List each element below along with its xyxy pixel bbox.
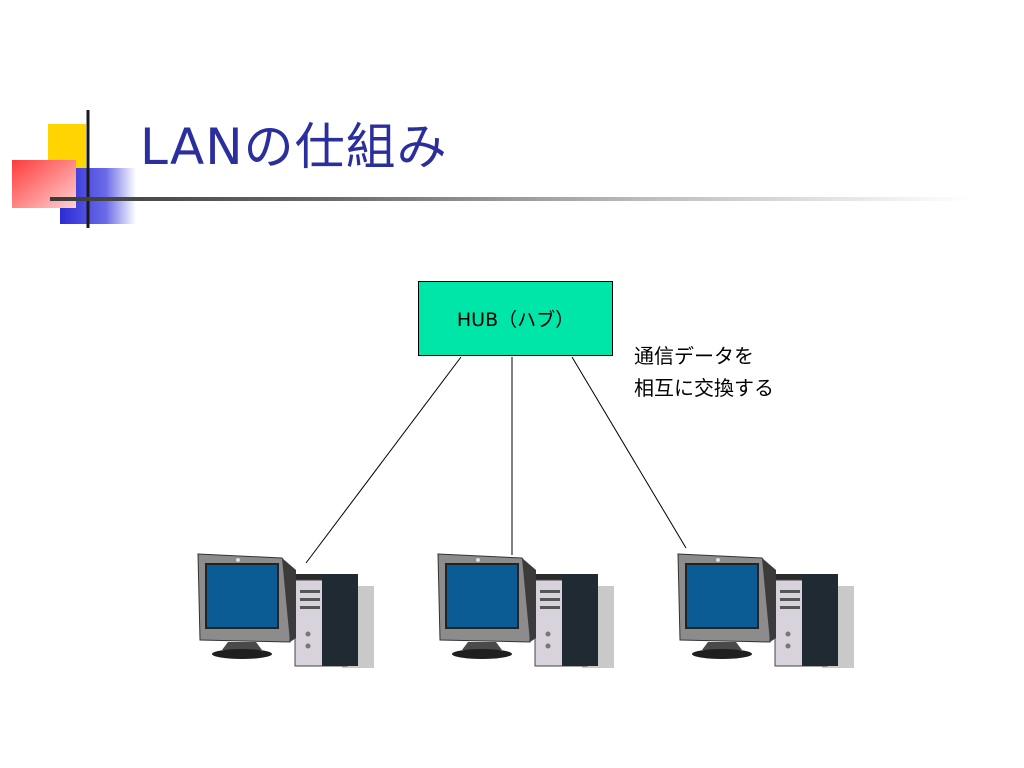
hub-description: 通信データを 相互に交換する bbox=[634, 340, 774, 404]
computer-icon bbox=[197, 553, 374, 668]
computer-1 bbox=[197, 553, 374, 668]
page-title: LANの仕組み bbox=[140, 118, 448, 176]
computer-icon bbox=[677, 553, 854, 668]
note-line-2: 相互に交換する bbox=[634, 376, 774, 400]
computer-icon bbox=[437, 553, 614, 668]
title-divider bbox=[50, 197, 970, 201]
link-line-left bbox=[305, 356, 462, 564]
link-line-right bbox=[571, 356, 687, 549]
computer-3 bbox=[677, 553, 854, 668]
computer-2 bbox=[437, 553, 614, 668]
note-line-1: 通信データを bbox=[634, 344, 754, 368]
hub-box: HUB（ハブ） bbox=[418, 281, 613, 356]
